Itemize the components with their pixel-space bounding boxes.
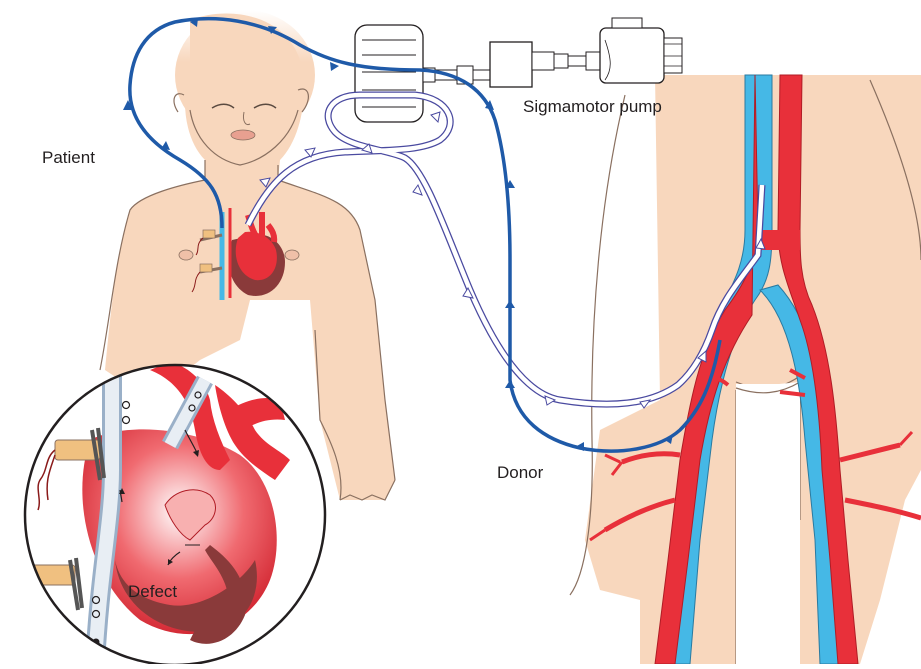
defect-label: Defect: [128, 582, 177, 601]
inset-magnified-heart: [14, 362, 325, 664]
pump-label: Sigmamotor pump: [523, 97, 662, 116]
donor-label: Donor: [497, 463, 544, 482]
patient-label: Patient: [42, 148, 95, 167]
